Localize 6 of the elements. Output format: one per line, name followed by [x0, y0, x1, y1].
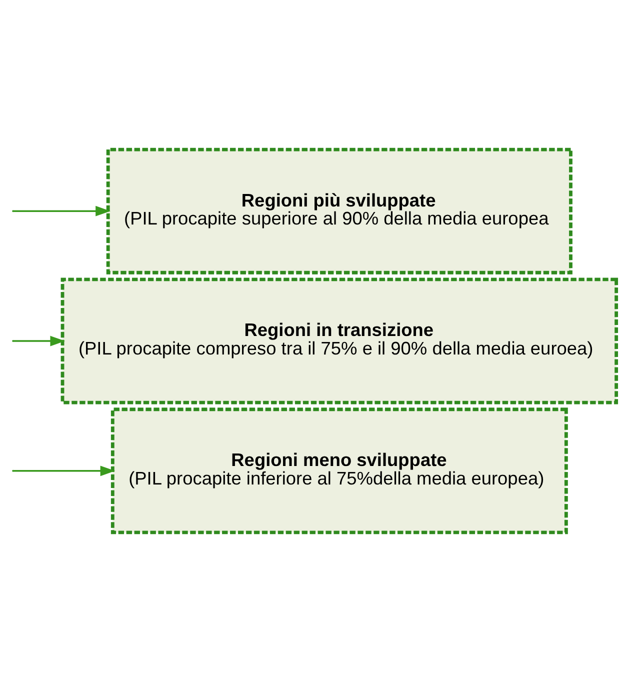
arrow — [14, 336, 66, 346]
arrow — [14, 466, 116, 476]
node-box: Regioni in transizione (PIL procapite compreso tra il 75% e il 90% della media euroea) — [60, 278, 618, 404]
node-box: Regioni meno sviluppate (PIL procapite inferiore al 75%della media europea) — [110, 408, 568, 534]
node-box: Regioni più sviluppate (PIL procapite superiore al 90% della media europea — [106, 148, 572, 274]
arrow — [14, 206, 110, 216]
